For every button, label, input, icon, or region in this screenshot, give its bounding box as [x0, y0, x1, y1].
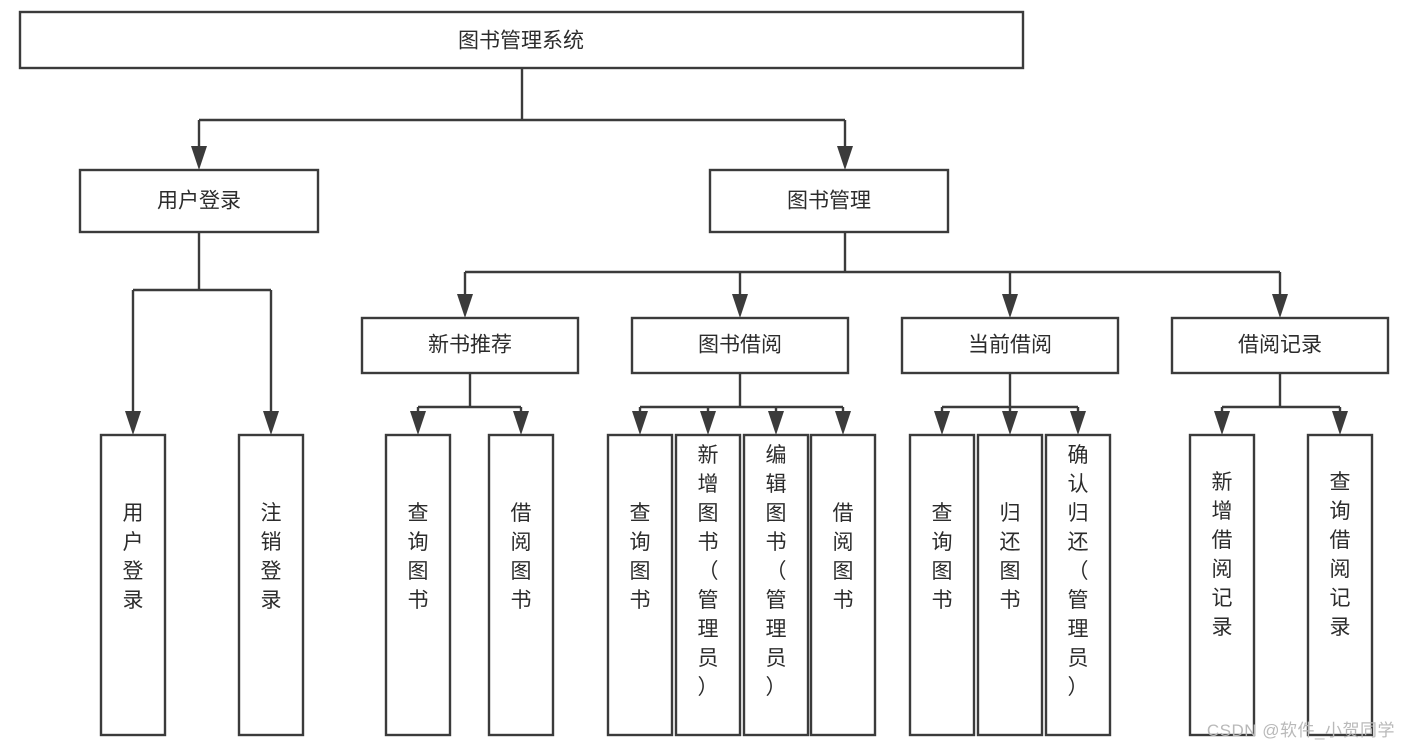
- leaf-user-login-0[interactable]: 用户登录: [99, 433, 167, 737]
- leaf-borrow-record-0[interactable]: 新增借阅记录: [1188, 433, 1256, 737]
- node-user-login[interactable]: 用户登录: [78, 168, 320, 234]
- connector-bookmgmt-to-level2: [457, 232, 1288, 318]
- connector-bookborrow-to-leaves: [632, 373, 851, 435]
- leaf-current-borrow-0-label: 查询图书: [932, 502, 953, 612]
- leaf-current-borrow-2[interactable]: 确认归还（管理员）: [1044, 433, 1112, 737]
- node-book-management-label: 图书管理: [787, 190, 871, 213]
- connector-currentborrow-to-leaves: [934, 373, 1086, 435]
- leaf-user-login-1-label: 注销登录: [261, 502, 282, 612]
- connector-userlogin-to-leaves: [125, 232, 279, 435]
- leaf-book-borrow-1[interactable]: 新增图书（管理员）: [674, 433, 742, 737]
- leaf-user-login-0-label: 用户登录: [123, 502, 144, 612]
- node-new-book-recommend[interactable]: 新书推荐: [360, 316, 580, 375]
- leaf-new-book-0[interactable]: 查询图书: [384, 433, 452, 737]
- node-current-borrow-label: 当前借阅: [968, 334, 1052, 357]
- leaf-current-borrow-1[interactable]: 归还图书: [976, 433, 1044, 737]
- leaf-book-borrow-0[interactable]: 查询图书: [606, 433, 674, 737]
- connector-borrowrecord-to-leaves: [1214, 373, 1348, 435]
- leaf-borrow-record-0-label: 新增借阅记录: [1212, 471, 1233, 639]
- leaf-borrow-record-1[interactable]: 查询借阅记录: [1306, 433, 1374, 737]
- leaf-book-borrow-3-label: 借阅图书: [833, 502, 854, 612]
- connector-root-to-level1: [191, 68, 853, 170]
- leaf-book-borrow-0-label: 查询图书: [630, 502, 651, 612]
- leaf-borrow-record-1-label: 查询借阅记录: [1330, 471, 1351, 639]
- node-borrow-record[interactable]: 借阅记录: [1170, 316, 1390, 375]
- watermark: CSDN @软件_小贺同学: [1206, 721, 1395, 740]
- node-book-management[interactable]: 图书管理: [708, 168, 950, 234]
- node-root-label: 图书管理系统: [458, 30, 584, 53]
- node-user-login-label: 用户登录: [157, 190, 241, 213]
- connector-newbook-to-leaves: [410, 373, 529, 435]
- leaf-new-book-1[interactable]: 借阅图书: [487, 433, 555, 737]
- leaf-current-borrow-0[interactable]: 查询图书: [908, 433, 976, 737]
- node-current-borrow[interactable]: 当前借阅: [900, 316, 1120, 375]
- node-borrow-record-label: 借阅记录: [1238, 334, 1322, 357]
- node-new-book-recommend-label: 新书推荐: [428, 334, 512, 357]
- node-book-borrow[interactable]: 图书借阅: [630, 316, 850, 375]
- leaf-book-borrow-2-label: 编辑图书（管理员）: [766, 444, 787, 699]
- leaf-book-borrow-1-label: 新增图书（管理员）: [698, 444, 719, 699]
- leaf-current-borrow-2-label: 确认归还（管理员）: [1068, 444, 1089, 699]
- leaf-book-borrow-2[interactable]: 编辑图书（管理员）: [742, 433, 810, 737]
- leaf-user-login-1[interactable]: 注销登录: [237, 433, 305, 737]
- node-root-system[interactable]: 图书管理系统: [18, 10, 1025, 70]
- leaf-new-book-0-label: 查询图书: [408, 502, 429, 612]
- node-book-borrow-label: 图书借阅: [698, 334, 782, 357]
- leaf-new-book-1-label: 借阅图书: [511, 502, 532, 612]
- leaf-current-borrow-1-label: 归还图书: [1000, 502, 1021, 612]
- leaf-book-borrow-3[interactable]: 借阅图书: [809, 433, 877, 737]
